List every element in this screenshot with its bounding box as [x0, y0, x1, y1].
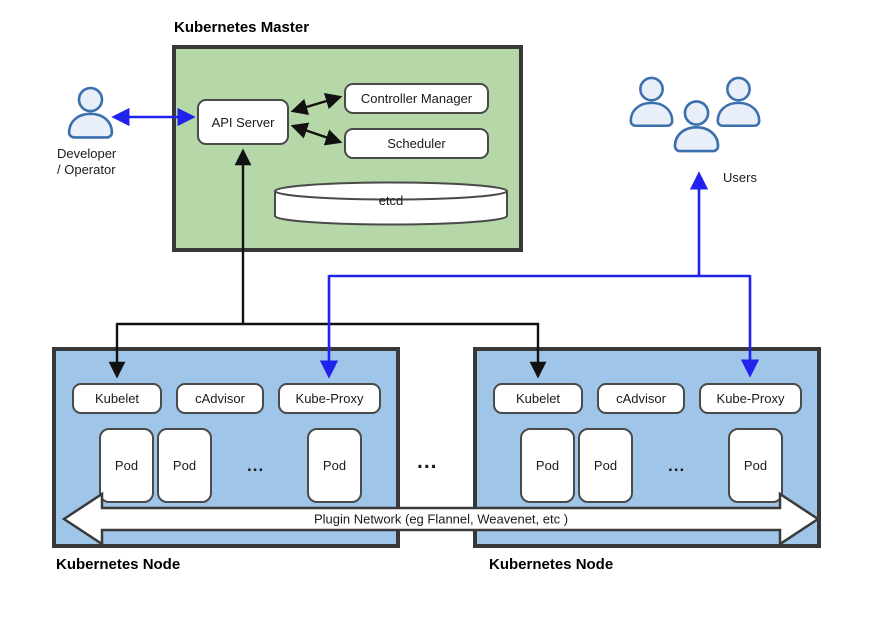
- api-server-box: API Server: [197, 99, 289, 145]
- kube-proxy-box: Kube-Proxy: [278, 383, 381, 414]
- controller-manager-box: Controller Manager: [344, 83, 489, 114]
- developer-label-line2: / Operator: [57, 162, 116, 178]
- etcd-cylinder-shape: [274, 181, 508, 226]
- pod-box: Pod: [578, 428, 633, 503]
- developer-icon: [67, 86, 114, 139]
- node-title-left: Kubernetes Node: [56, 556, 181, 573]
- kube-proxy-box: Kube-Proxy: [699, 383, 802, 414]
- plugin-network-label: Plugin Network (eg Flannel, Weavenet, et…: [313, 511, 569, 527]
- kubelet-box: Kubelet: [72, 383, 162, 414]
- cadvisor-box: cAdvisor: [176, 383, 264, 414]
- etcd-label: etcd: [378, 193, 404, 208]
- pod-box: Pod: [99, 428, 154, 503]
- pods-ellipsis: ...: [668, 456, 686, 475]
- pod-box: Pod: [307, 428, 362, 503]
- pod-box: Pod: [520, 428, 575, 503]
- users-label: Users: [723, 170, 757, 185]
- kubelet-box: Kubelet: [493, 383, 583, 414]
- node-title-right: Kubernetes Node: [489, 556, 614, 573]
- etcd-cylinder: etcd: [274, 181, 508, 227]
- cadvisor-box: cAdvisor: [597, 383, 685, 414]
- between-nodes-ellipsis: ...: [417, 450, 438, 473]
- developer-label: Developer / Operator: [57, 146, 116, 179]
- master-box: API Server Controller Manager Scheduler …: [172, 45, 523, 252]
- pods-ellipsis: ...: [247, 456, 265, 475]
- developer-label-line1: Developer: [57, 146, 117, 161]
- master-title: Kubernetes Master: [174, 19, 310, 36]
- pod-box: Pod: [157, 428, 212, 503]
- scheduler-box: Scheduler: [344, 128, 489, 159]
- users-icon: [629, 76, 761, 151]
- pod-box: Pod: [728, 428, 783, 503]
